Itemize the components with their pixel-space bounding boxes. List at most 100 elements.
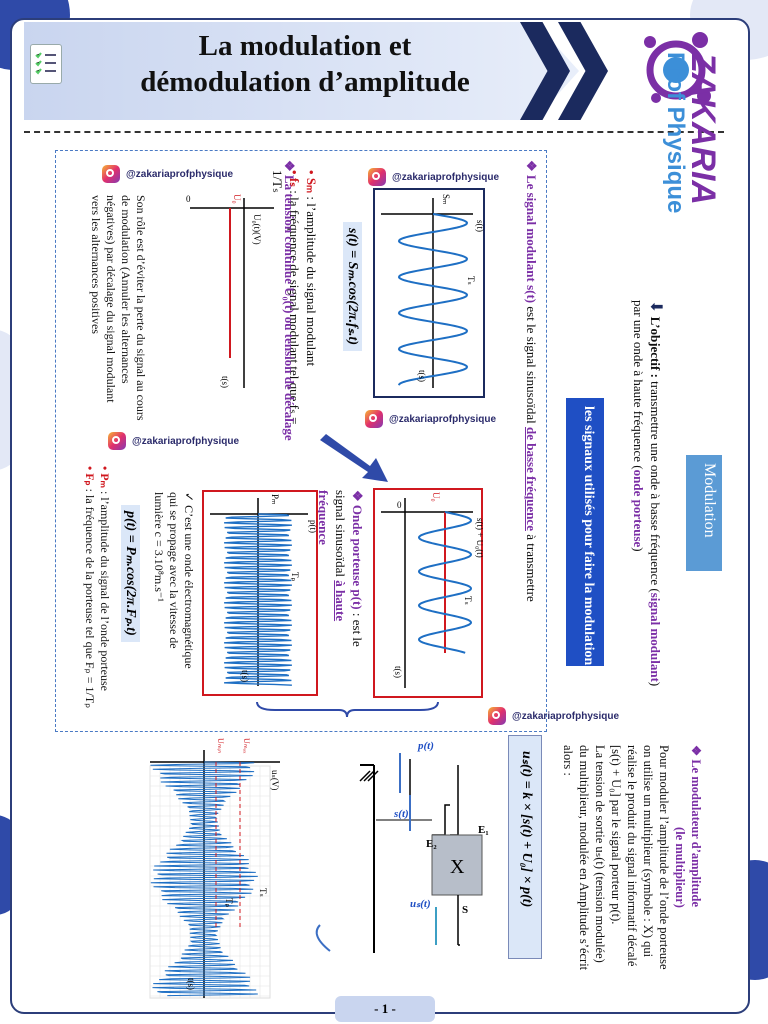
- graph-label-usv: uₛ(V): [270, 770, 280, 790]
- graph-label-pt: p(t): [308, 520, 318, 533]
- modulateur-equation-box: [508, 735, 542, 959]
- instagram-tag-2: @zakariaprofphysique: [365, 410, 496, 428]
- modulateur-line-2: on utilise un multiplieur (symbole : X) …: [641, 745, 655, 958]
- brace-icon: [256, 701, 439, 718]
- brand-title: ZAKARIA: [684, 52, 722, 205]
- sm-def: : l’amplitude du signal modulant: [304, 193, 319, 367]
- porteuse-label: Onde porteuse p(t): [350, 504, 365, 610]
- modulateur-line-3: réalise le produit du signal informatif …: [625, 745, 639, 967]
- graph-label-zero2: 0: [397, 500, 402, 510]
- graph-label-umax: Uₘₐₓ: [242, 738, 251, 754]
- objective-text: ⬇ L’objectif : transmettre une onde à ba…: [631, 300, 664, 687]
- page-title: La modulation et démodulation d’amplitud…: [100, 28, 510, 100]
- modulateur-text: ❖ Le modulateur d’amplitude (le multipli…: [560, 745, 704, 990]
- modulant-basse: de basse fréquence: [524, 426, 539, 531]
- instagram-handle: @zakariaprofphysique: [126, 168, 234, 180]
- multiplier-circuit: X p(t) s(t) E₁ E₂ S uₛ(t): [315, 740, 489, 953]
- porteuse-em-text: C’est une onde électromagnétique qui se …: [152, 492, 196, 669]
- instagram-tag-3: @zakariaprofphysique: [102, 165, 233, 183]
- instagram-handle: @zakariaprofphysique: [132, 435, 240, 447]
- instagram-icon: [368, 168, 386, 186]
- graph-label-stu0: s(t) + U₀(t): [475, 518, 483, 558]
- modulateur-label: Le modulateur d’amplitude: [689, 759, 703, 908]
- modulateur-line-1: Pour moduler l’amplitude de l’onde porte…: [657, 745, 671, 970]
- fp-symbol: Fₚ: [83, 473, 97, 486]
- modulated-wave: [150, 761, 258, 997]
- graph-label-t: t(s): [417, 370, 427, 382]
- graph-label-u0: U₀: [232, 194, 242, 204]
- continue-role: Son rôle est d’éviter la perte du signal…: [88, 195, 148, 425]
- graph-label-u0v: U₀(t)(V): [252, 214, 262, 245]
- porteuse-title: ❖ Onde porteuse p(t) : est le signal sin…: [316, 490, 365, 647]
- arrow-icon: [320, 434, 388, 482]
- graph-porteuse: p(t) Pₘ Tₚ t(s): [202, 490, 318, 696]
- instagram-tag: @zakariaprofphysique: [368, 168, 499, 186]
- porteuse-eq: p(t) = Pₘ.cos(2π.Fₚ.t): [121, 505, 140, 642]
- graph-label-tp: Tₚ: [290, 572, 300, 581]
- modulateur-sub: (le multiplieur): [673, 827, 687, 908]
- modulant-tail: à transmettre: [524, 530, 539, 602]
- page-number: - 1 -: [335, 996, 435, 1022]
- title-line-2: démodulation d’amplitude: [140, 66, 470, 98]
- porteuse-wave: [224, 513, 292, 686]
- modulation-badge: Modulation: [686, 455, 722, 571]
- graph-label-t4: t(s): [240, 670, 250, 682]
- modulant-wave: [397, 213, 469, 386]
- modulateur-eq: uₛ(t) = k × [s(t) + U₀] × p(t): [519, 751, 534, 908]
- signals-used-label: les signaux utilisés pour faire la modul…: [581, 406, 596, 666]
- graph-label-ts2: Tₛ: [463, 596, 473, 605]
- circuit-label-pt: p(t): [417, 740, 434, 752]
- instagram-handle: @zakariaprofphysique: [392, 171, 500, 183]
- objective-signal: signal modulant: [648, 592, 663, 682]
- continue-tail: ou tension de décalage: [282, 313, 297, 441]
- circuit-label-e2: E₂: [426, 838, 437, 850]
- objective-text-3: ): [631, 547, 646, 552]
- graph-label-t2: t(s): [220, 376, 230, 388]
- graph-label-tp2: Tₚ: [224, 898, 234, 907]
- pm-symbol: Pₘ: [98, 473, 112, 489]
- modulateur-line-6: du multiplieur, modulée en Amplitude s’é…: [577, 745, 591, 971]
- porteuse-equation: p(t) = Pₘ.cos(2π.Fₚ.t): [121, 505, 140, 642]
- continue-title: ❖ La tension continue U₀(t) ou tension d…: [282, 160, 297, 441]
- title-divider: [24, 131, 724, 133]
- document-icon: [30, 44, 62, 84]
- porteuse-em: ✓ C’est une onde électromagnétique qui s…: [152, 492, 196, 669]
- modulateur-line-4: [s(t) + U₀] par le signal porteur p(t).: [609, 745, 623, 925]
- objective-porteuse: onde porteuse: [631, 469, 646, 548]
- graph-label-t3: t(s): [393, 666, 403, 678]
- modulant-eq: s(t) = Sₘ.cos(2π.fₛ.t): [343, 222, 362, 352]
- graph-label-zero: 0: [186, 194, 191, 204]
- instagram-icon: [108, 432, 126, 450]
- pm-def: : l’amplitude du signal de l’onde porteu…: [98, 488, 112, 691]
- graph-label-ts3: Tₛ: [258, 888, 268, 897]
- modulateur-equation: uₛ(t) = k × [s(t) + U₀] × p(t): [518, 745, 536, 913]
- graph-label-u0b: U₀: [431, 492, 441, 502]
- graph-label-umin: Uₘᵢₙ: [216, 738, 225, 753]
- porteuse-definitions: • Pₘ : l’amplitude du signal de l’onde p…: [83, 466, 112, 709]
- circuit-label-s: S: [462, 904, 468, 916]
- graph-offset: s(t) + U₀(t) U₀ 0 t(s) Tₛ: [373, 488, 483, 698]
- graph-modulated: uₛ(V) Uₘₐₓ Uₘᵢₙ Tₛ Tₚ t(s): [149, 738, 280, 999]
- brand-logo-icon: [644, 32, 711, 103]
- graph-label-ts: Tₛ: [466, 276, 476, 285]
- modulant-symbol: s(t): [524, 285, 539, 304]
- circuit-label-us: uₛ(t): [410, 898, 431, 910]
- circuit-label-e1: E₁: [478, 824, 489, 836]
- objective-text-1: transmettre une onde à basse fréquence (: [648, 381, 663, 593]
- modulant-equation: s(t) = Sₘ.cos(2π.fₛ.t): [343, 222, 362, 352]
- objective-label: L’objectif :: [648, 316, 663, 378]
- graph-label-sm: Sₘ: [441, 194, 451, 205]
- graph-label-t5: t(s): [186, 978, 196, 990]
- brand-subtitle: Prof Physique: [662, 52, 689, 214]
- modulant-title: ❖ Le signal modulant s(t) est le signal …: [524, 160, 539, 602]
- graph-continue: U₀(t)(V) U₀ 0 t(s): [186, 194, 274, 388]
- title-line-1: La modulation et: [198, 30, 412, 62]
- modulant-label: Le signal modulant: [524, 174, 539, 282]
- instagram-tag-4: @zakariaprofphysique: [108, 432, 239, 450]
- modulant-text: est le signal sinusoïdal: [524, 303, 539, 427]
- circuit-label-st: s(t): [393, 808, 409, 820]
- modulateur-line-7: alors :: [561, 745, 575, 776]
- modulateur-line-5: La tension de sortie uₛ(t) (tension modu…: [593, 745, 607, 963]
- title-banner: [24, 22, 579, 120]
